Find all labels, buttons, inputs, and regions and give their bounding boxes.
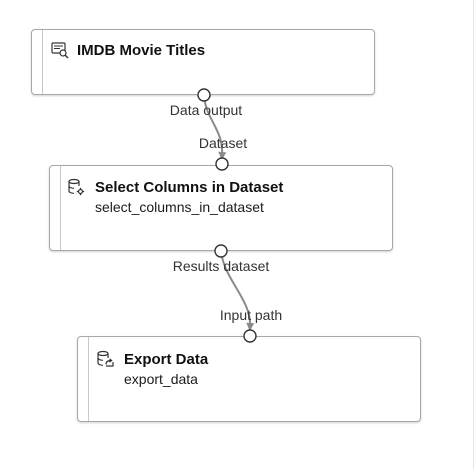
connector-imdb-to-select[interactable] <box>203 95 227 160</box>
module-left-stripe <box>60 166 61 250</box>
module-imdb-movie-titles[interactable]: IMDB Movie Titles <box>31 29 375 95</box>
dataset-icon <box>50 40 70 60</box>
export-data-icon <box>95 349 115 369</box>
module-title: IMDB Movie Titles <box>77 42 206 59</box>
module-subtitle: export_data <box>124 371 198 387</box>
module-left-stripe <box>88 337 89 421</box>
module-select-columns[interactable]: Select Columns in Dataset select_columns… <box>49 165 393 251</box>
module-export-data[interactable]: Export Data export_data <box>77 336 421 422</box>
module-title: Select Columns in Dataset <box>95 179 284 196</box>
connector-select-to-export[interactable] <box>220 250 255 331</box>
input-port-label-input-path: Input path <box>219 307 283 323</box>
module-subtitle: select_columns_in_dataset <box>95 199 264 215</box>
output-port-label-data-output: Data output <box>169 102 243 118</box>
module-left-stripe <box>42 30 43 94</box>
input-port-label-dataset: Dataset <box>198 135 248 151</box>
dataset-gear-icon <box>66 177 86 197</box>
output-port-label-results-dataset: Results dataset <box>172 258 270 274</box>
module-title: Export Data <box>124 351 209 368</box>
